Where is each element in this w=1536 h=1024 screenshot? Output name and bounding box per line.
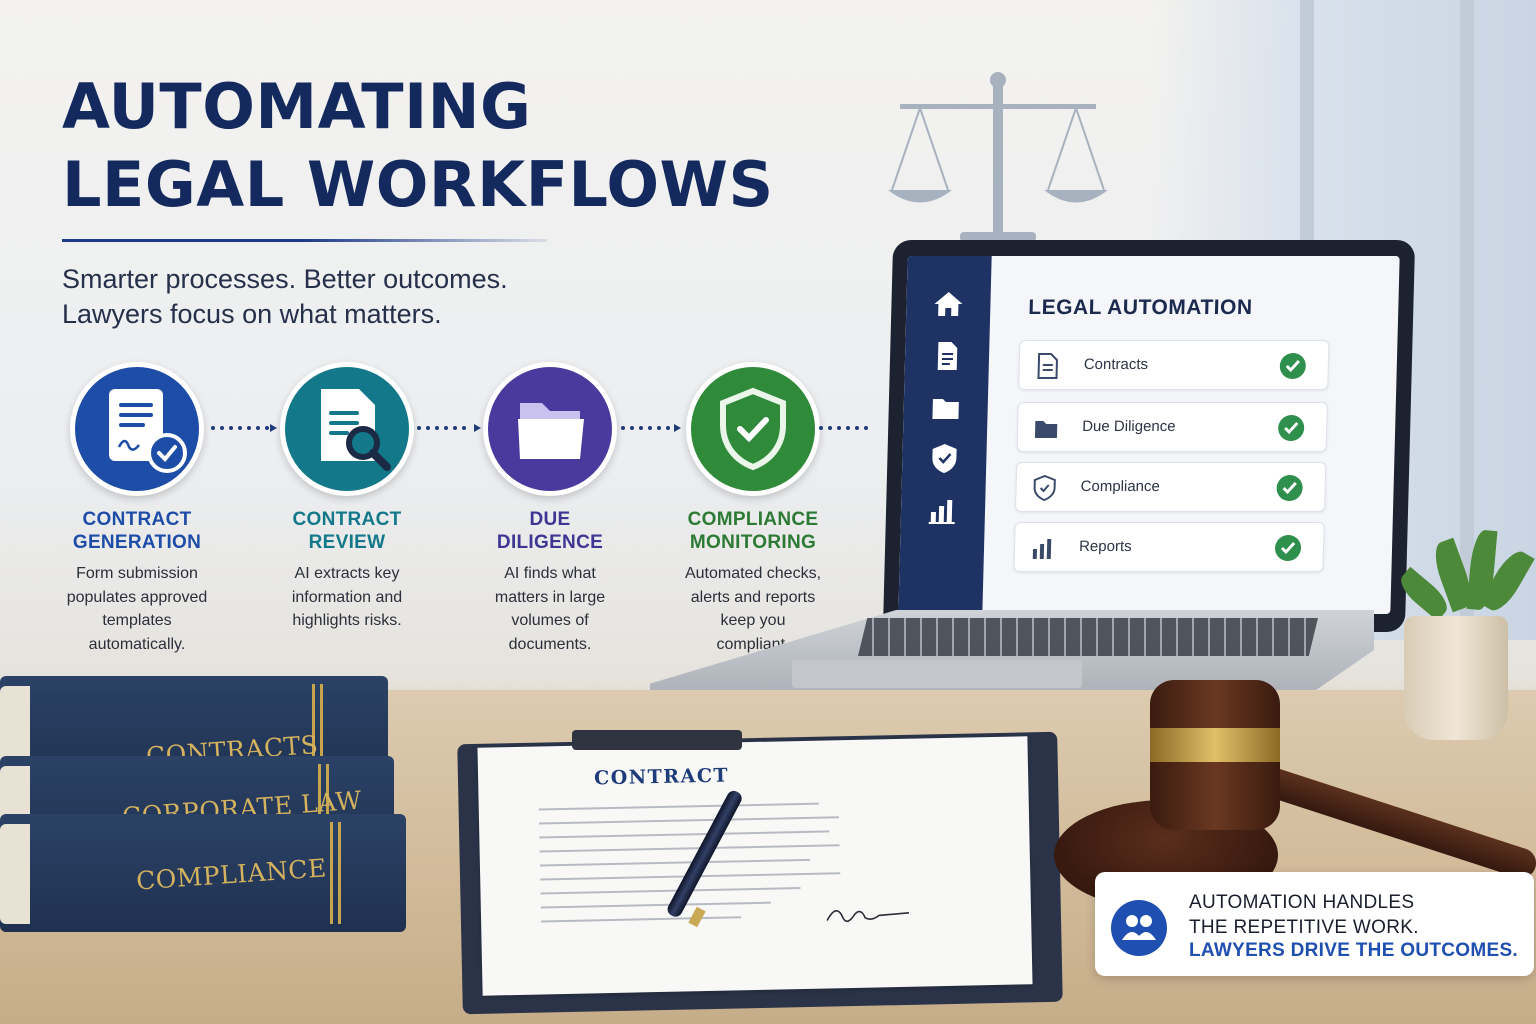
- step-desc-line: Automated checks,: [684, 565, 822, 582]
- step-desc-line: Form submission: [76, 565, 198, 582]
- contract-signature-icon: [109, 389, 187, 473]
- folder-icon: [1034, 421, 1058, 438]
- check-icon: [1279, 353, 1307, 379]
- plant-pot: [1404, 616, 1508, 740]
- step-desc-line: documents.: [508, 635, 592, 653]
- banner-line-1: AUTOMATION HANDLES: [1189, 892, 1415, 913]
- row-label: Compliance: [1080, 478, 1161, 495]
- step-desc-line: volumes of: [511, 612, 589, 629]
- step-desc-line: templates: [102, 612, 172, 629]
- step-title-line-1: CONTRACT: [292, 509, 402, 530]
- signature: [826, 910, 910, 923]
- shield-icon[interactable]: [926, 440, 963, 476]
- page-title: AUTOMATING LEGAL WORKFLOWS: [62, 68, 774, 224]
- step-title-line-1: CONTRACT: [82, 509, 192, 530]
- gavel-band: [1150, 728, 1280, 762]
- clipboard-clip: [572, 730, 742, 750]
- app-sidebar: [898, 256, 992, 614]
- step-desc-line: populates approved: [66, 588, 208, 606]
- step-description: Automated checks, alerts and reports kee…: [668, 562, 838, 656]
- step-desc-line: alerts and reports: [690, 588, 816, 606]
- title-underline: [62, 239, 547, 242]
- step-description: Form submission populates approved templ…: [52, 562, 222, 656]
- check-icon: [1276, 475, 1303, 501]
- laptop-keyboard: [858, 618, 1318, 656]
- step-desc-line: matters in large: [494, 588, 606, 606]
- document-icon[interactable]: [929, 338, 966, 374]
- step-circle: [280, 362, 414, 496]
- banner-highlight: LAWYERS DRIVE THE OUTCOMES.: [1189, 940, 1519, 961]
- row-label: Contracts: [1083, 356, 1149, 373]
- banner-text: AUTOMATION HANDLES THE REPETITIVE WORK.: [1189, 890, 1419, 940]
- step-title: DUE DILIGENCE: [465, 508, 635, 554]
- step-title-line-2: MONITORING: [689, 532, 817, 553]
- contract-paper: CONTRACT: [477, 736, 1033, 996]
- step-desc-line: AI finds what: [504, 565, 596, 582]
- subtitle: Smarter processes. Better outcomes. Lawy…: [62, 262, 508, 332]
- step-desc-line: information and: [291, 588, 403, 606]
- step-title-line-2: REVIEW: [308, 532, 386, 553]
- automation-row-due-diligence[interactable]: Due Diligence: [1016, 402, 1328, 452]
- subtitle-line-2: Lawyers focus on what matters.: [62, 299, 442, 329]
- step-circle: [483, 362, 617, 496]
- check-icon: [1277, 415, 1305, 441]
- check-icon: [1274, 535, 1302, 561]
- window-frame: [1460, 0, 1474, 640]
- step-contract-review: CONTRACT REVIEW AI extracts key informat…: [262, 362, 432, 633]
- step-desc-line: AI extracts key: [294, 565, 400, 582]
- step-title: CONTRACT REVIEW: [262, 508, 432, 554]
- step-description: AI extracts key information and highligh…: [262, 562, 432, 633]
- scales-of-justice-icon: [888, 72, 1108, 242]
- book-spine-title: COMPLIANCE: [135, 853, 328, 896]
- step-title-line-2: DILIGENCE: [496, 532, 604, 553]
- step-description: AI finds what matters in large volumes o…: [465, 562, 635, 656]
- step-circle: [70, 362, 204, 496]
- contract-title: CONTRACT: [593, 764, 730, 790]
- row-label: Reports: [1078, 538, 1132, 555]
- title-line-1: AUTOMATING: [62, 70, 532, 143]
- banner-line-2: THE REPETITIVE WORK.: [1189, 917, 1419, 938]
- app-title: LEGAL AUTOMATION: [1028, 296, 1253, 319]
- row-label: Due Diligence: [1082, 418, 1176, 435]
- step-circle: [686, 362, 820, 496]
- flow-arrow: [211, 424, 277, 432]
- callout-banner: AUTOMATION HANDLES THE REPETITIVE WORK. …: [1095, 872, 1534, 976]
- book-compliance: COMPLIANCE: [0, 814, 406, 932]
- automation-row-contracts[interactable]: Contracts: [1018, 340, 1330, 390]
- laptop-screen: LEGAL AUTOMATION Contracts Due Diligence…: [898, 256, 1400, 614]
- automation-row-reports[interactable]: Reports: [1013, 522, 1325, 572]
- step-desc-line: automatically.: [88, 635, 186, 653]
- step-title: CONTRACT GENERATION: [52, 508, 222, 554]
- step-title-line-2: GENERATION: [72, 532, 202, 553]
- folder-icon[interactable]: [927, 390, 964, 426]
- step-desc-line: keep you: [720, 612, 786, 629]
- automation-row-compliance[interactable]: Compliance: [1014, 462, 1327, 512]
- users-icon: [1111, 900, 1167, 956]
- step-title-line-1: DUE: [529, 509, 571, 530]
- shield-check-icon: [720, 387, 786, 471]
- step-due-diligence: DUE DILIGENCE AI finds what matters in l…: [465, 362, 635, 656]
- title-line-2: LEGAL WORKFLOWS: [62, 148, 774, 221]
- folder-icon: [518, 403, 584, 459]
- home-icon[interactable]: [930, 286, 967, 322]
- shield-icon: [1033, 474, 1056, 502]
- subtitle-line-1: Smarter processes. Better outcomes.: [62, 264, 508, 294]
- bar-chart-icon: [1032, 539, 1052, 559]
- step-contract-generation: CONTRACT GENERATION Form submission popu…: [52, 362, 222, 656]
- laptop-trackpad: [792, 660, 1082, 688]
- step-desc-line: highlights risks.: [292, 612, 402, 629]
- document-icon: [1037, 353, 1058, 379]
- step-title: COMPLIANCE MONITORING: [668, 508, 838, 554]
- document-search-icon: [321, 389, 391, 471]
- flow-arrow: [417, 424, 481, 432]
- flow-arrow: [621, 424, 681, 432]
- step-compliance-monitoring: COMPLIANCE MONITORING Automated checks, …: [668, 362, 838, 656]
- bar-chart-icon[interactable]: [925, 492, 962, 528]
- flow-connector: [819, 426, 868, 430]
- step-title-line-1: COMPLIANCE: [687, 509, 819, 530]
